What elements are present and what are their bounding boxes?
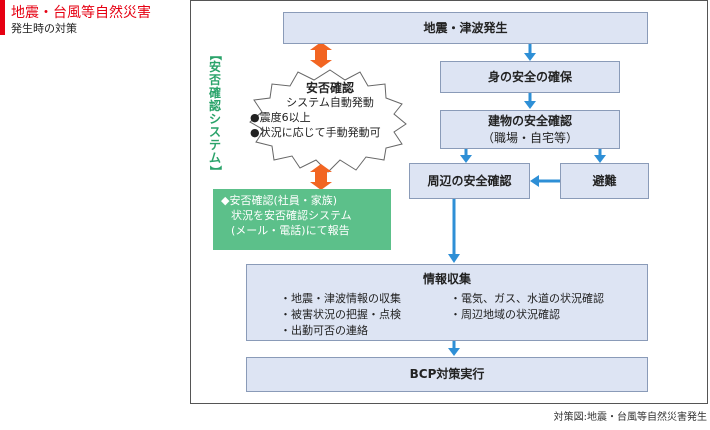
title-accent-bar (0, 0, 5, 35)
info-collection-box: 情報収集 (246, 264, 648, 341)
info-item: ・被害状況の把握・点検 (280, 308, 401, 321)
evacuation-label: 避難 (592, 173, 617, 188)
label-char: ス (208, 124, 221, 139)
bcp-box: BCP対策実行 (246, 357, 648, 392)
earthquake-start-label: 地震・津波発生 (423, 20, 508, 35)
page-title: 地震・台風等自然災害 (11, 5, 151, 21)
info-item: ・地震・津波情報の収集 (280, 292, 401, 305)
label-char: 安 (208, 59, 221, 74)
cloud-line: ●震度6以上 (250, 111, 311, 125)
report-line: ◆安否確認(社員・家族) (221, 194, 338, 207)
evacuation-box: 避難 (560, 163, 649, 199)
self-safety-label: 身の安全の確保 (487, 69, 572, 84)
label-char: 【 (208, 48, 223, 61)
safety-report-box: ◆安否確認(社員・家族) 状況を安否確認システム (メール・電話)にて報告 (213, 189, 391, 250)
label-char: シ (208, 111, 221, 126)
label-char: ム (208, 150, 221, 165)
self-safety-box: 身の安全の確保 (440, 61, 620, 93)
label-char: テ (208, 137, 221, 152)
surroundings-check-label: 周辺の安全確認 (427, 173, 512, 188)
cloud-line: ●状況に応じて手動発動可 (250, 125, 381, 139)
cloud-line: システム自動発動 (286, 96, 374, 110)
building-check-box: 建物の安全確認 （職場・自宅等） (440, 110, 620, 149)
figure-caption: 対策図:地震・台風等自然災害発生 (553, 412, 707, 423)
label-char: 認 (208, 98, 221, 113)
page-subtitle: 発生時の対策 (11, 22, 77, 35)
report-line: 状況を安否確認システム (231, 208, 352, 222)
building-check-note: （職場・自宅等） (481, 130, 578, 145)
diagram-frame (190, 0, 708, 404)
report-line: (メール・電話)にて報告 (231, 223, 350, 237)
bcp-label: BCP対策実行 (409, 367, 485, 382)
orange-arrow-bottom (310, 164, 332, 190)
surroundings-check-box: 周辺の安全確認 (409, 163, 530, 199)
safety-system-vertical-label: 【 安 否 確 認 シ ス テ ム 】 (205, 48, 225, 178)
label-char: 】 (208, 165, 223, 178)
earthquake-start-box: 地震・津波発生 (283, 12, 648, 44)
label-char: 否 (208, 72, 221, 87)
label-char: 確 (208, 85, 221, 100)
info-item: ・周辺地域の状況確認 (450, 308, 560, 321)
orange-arrow-top (310, 42, 332, 68)
safety-cloud-text: 安否確認 システム自動発動 ●震度6以上 ●状況に応じて手動発動可 (250, 80, 410, 141)
info-item: ・電気、ガス、水道の状況確認 (450, 292, 604, 305)
info-collection-title: 情報収集 (422, 272, 471, 286)
building-check-label: 建物の安全確認 (487, 114, 572, 129)
info-item: ・出勤可否の連絡 (280, 324, 368, 337)
cloud-title: 安否確認 (305, 81, 354, 95)
